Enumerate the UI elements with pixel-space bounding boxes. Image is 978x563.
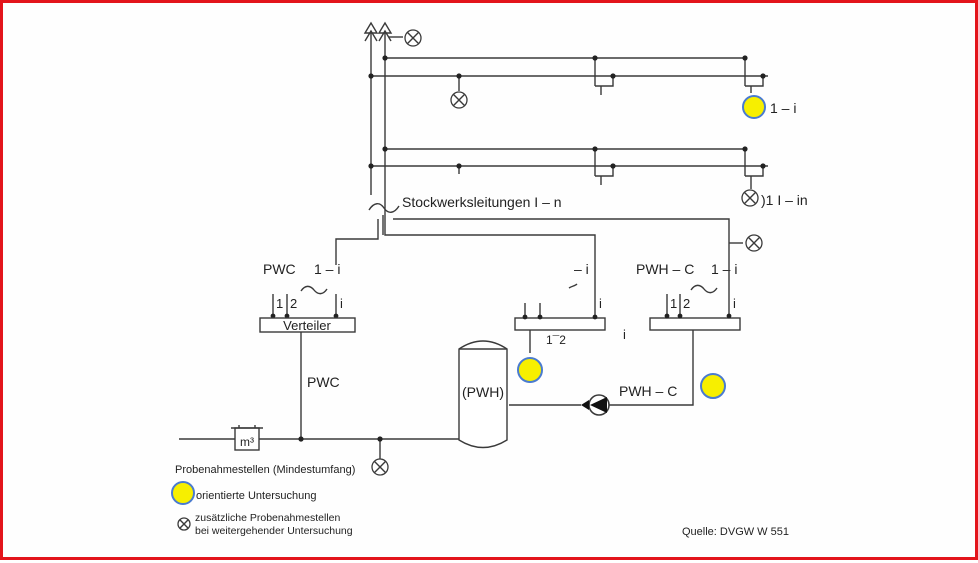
- main-supply-line: [179, 436, 459, 459]
- right-branch-i: i: [733, 296, 736, 311]
- verteiler-label: Verteiler: [283, 318, 331, 333]
- mid-branch-12: 1¯2: [546, 333, 566, 347]
- mid-break-symbol: [568, 283, 578, 289]
- legend-title: Probenahmestellen (Mindestumfang): [175, 464, 355, 476]
- yellow-sample-point-upper: [742, 95, 766, 119]
- yellow-sample-point-pwhc: [700, 373, 726, 399]
- source-label: Quelle: DVGW W 551: [682, 526, 789, 538]
- lower-floor-line: [368, 146, 768, 189]
- hot-water-tank: [458, 340, 508, 449]
- right-branch-2: 2: [683, 296, 690, 311]
- legend-cross-line2: bei weitergehender Untersuchung: [195, 525, 353, 537]
- break-symbol: [368, 203, 400, 213]
- water-meter: [231, 425, 263, 451]
- floor-lines-label: Stockwerksleitungen I – n: [402, 194, 562, 210]
- pwhc-pipe-label: PWH – C: [619, 383, 677, 399]
- left-branch-1: 1: [276, 296, 283, 311]
- mid-range-label: – i: [574, 261, 589, 277]
- pwhc-range-left: PWH – C: [636, 261, 694, 277]
- piping-diagram: 1 – i )1 I – in Stockwerksleitungen I – …: [171, 21, 808, 538]
- pwc-pipe-label: PWC: [307, 374, 340, 390]
- mid-branch-i-side: i: [623, 327, 626, 342]
- mid-branch-i: i: [599, 296, 602, 311]
- right-branch-1: 1: [670, 296, 677, 311]
- right-branch: [609, 265, 741, 406]
- risers: [363, 21, 403, 235]
- legend-yellow-icon: [171, 481, 195, 505]
- legend-cross-line1: zusätzliche Probenahmestellen: [195, 512, 340, 524]
- left-branch: [270, 294, 339, 319]
- circulation-pump: [509, 394, 610, 416]
- pwhc-break-symbol: [690, 284, 718, 294]
- left-branch-2: 2: [290, 296, 297, 311]
- meter-label: m³: [240, 435, 254, 449]
- middle-branch: [514, 265, 606, 353]
- pwc-range-right: 1 – i: [314, 261, 340, 277]
- left-branch-i: i: [340, 296, 343, 311]
- pwc-break-symbol: [300, 285, 328, 295]
- upper-floor-line: [368, 55, 768, 95]
- label-bottom-right: )1 I – in: [761, 192, 808, 208]
- verteiler-box: [259, 317, 356, 333]
- legend-yellow-label: orientierte Untersuchung: [196, 490, 316, 502]
- pwhc-range-right: 1 – i: [711, 261, 737, 277]
- label-top-right: 1 – i: [770, 100, 796, 116]
- tank-label: (PWH): [462, 384, 504, 400]
- yellow-sample-point-tank: [517, 357, 543, 383]
- pwc-range-left: PWC: [263, 261, 296, 277]
- distribution-lines: [335, 218, 743, 265]
